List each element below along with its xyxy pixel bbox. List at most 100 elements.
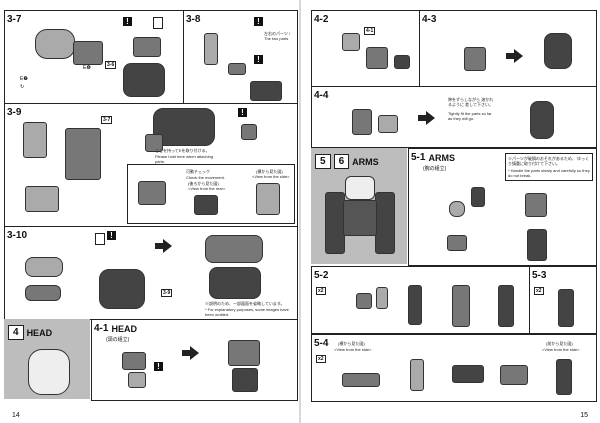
part-illustration [527,229,547,261]
step-5-4-panel: 5-4 x2 (横から見た図) <View from the side> (前か… [311,334,597,402]
part-illustration [498,285,514,327]
step-title: ARMS [428,153,455,163]
step-number: 4-1 [94,323,109,334]
part-illustration [123,63,165,97]
step-5-1-panel: 5-1 ARMS (腕の組立) ※パーツが破損のおそれがあるため、 ゆっくり慎重… [408,148,597,266]
quantity-badge: x2 [316,287,326,295]
step-note: 隙をずらしながら 溶かれるように 差して下さい。 [448,97,494,107]
part-illustration [138,181,166,205]
part-illustration [356,293,372,309]
part-label: E❼ [20,76,28,82]
body-illustration [325,192,345,254]
view-label: <View from the side> [542,347,580,352]
view-label: <View from the side> [252,174,290,179]
step-number: 4-2 [314,14,329,25]
step-note: Please hold here when attaching parts. [155,154,214,164]
view-label: (後ろから見た図) [188,181,219,186]
part-illustration [128,372,146,388]
part-illustration [25,285,61,301]
body-illustration [375,192,395,254]
caution-icon: ! [254,55,263,64]
part-illustration [342,373,380,387]
part-illustration [366,47,388,69]
step-number: 4-3 [422,14,437,25]
step-note: * For explanatory purposes, some images … [205,307,289,317]
part-illustration [65,128,101,180]
part-illustration [376,287,388,309]
section-5-6-panel: 5 6 ARMS [311,148,407,264]
part-illustration [153,108,215,146]
step-header: 5-1 ARMS [411,152,455,164]
part-illustration [352,109,372,135]
step-subtitle: (頭の組立) [106,337,130,343]
step-number: 3-9 [7,107,22,118]
step-number: 4-4 [314,90,329,101]
step-number: 5-1 [411,152,426,163]
part-illustration [122,352,146,370]
quantity-badge: x2 [534,287,544,295]
check-subtitle: Check the movement. [186,175,225,180]
step-number: 5-3 [532,270,547,281]
part-illustration [452,285,470,327]
part-illustration [99,269,145,309]
section-number: 4 [8,325,24,340]
part-illustration [452,365,484,383]
reference-badge: 3-6 [105,61,117,69]
part-illustration [500,365,528,385]
section-header: 5 6 ARMS [315,154,379,169]
part-illustration [342,33,360,51]
body-illustration [343,200,377,236]
view-label: (横から見た図) [256,169,283,174]
step-4-1-panel: 4-1 HEAD (頭の組立) ! [91,319,298,401]
part-illustration [228,63,246,75]
caution-icon: ! [107,231,116,240]
part-tag-icon [95,233,105,245]
step-3-9-panel: 3-9 3-7 ここを持ってEを取り付ける。 Please hold here … [4,103,298,227]
caution-icon: ! [254,17,263,26]
part-illustration [133,37,161,57]
step-3-7-panel: 3-7 ! 3-6 E❻ E❼ ↻ [4,10,184,104]
part-illustration [394,55,410,69]
part-illustration [145,134,163,152]
caution-note-box: ※パーツが破損のおそれがあるため、 ゆっくり慎重に取り付けて下さい。 * Han… [505,153,593,181]
step-number: 3-10 [7,230,28,241]
part-illustration [23,122,47,158]
check-title: 可動チェック [186,169,210,174]
part-illustration [232,368,258,392]
step-3-8-panel: 3-8 ! ! 左右のパーツ / The two parts [183,10,298,104]
step-note: 左右のパーツ / The two parts [264,31,291,41]
part-illustration [35,29,75,59]
part-label: ↻ [20,84,25,90]
view-label: (横から見た図) [338,341,365,346]
part-illustration [73,41,103,65]
part-illustration [25,186,59,212]
part-illustration [205,235,263,263]
part-illustration [471,187,485,207]
arrow-icon [418,111,435,125]
step-4-4-panel: 4-4 隙をずらしながら 溶かれるように 差して下さい。 Tightly fit… [311,86,597,148]
part-illustration [378,115,398,133]
part-illustration [410,359,424,391]
step-subtitle: (腕の組立) [423,166,447,172]
section-header: 4 HEAD [8,325,52,340]
reference-badge: 3-7 [101,116,113,124]
part-illustration [256,183,280,215]
step-note: ※説明のため、一部図面を省略しています。 [205,301,285,306]
step-5-3-panel: 5-3 x2 [529,266,597,334]
caution-icon: ! [154,362,163,371]
step-number: 3-8 [186,14,201,25]
part-illustration [250,81,282,101]
step-number: 5-2 [314,270,329,281]
part-illustration [544,33,572,69]
step-number: 5-4 [314,338,329,349]
part-illustration [209,267,261,299]
step-header: 4-1 HEAD [94,323,137,335]
movement-check-panel: 可動チェック Check the movement. (後ろから見た図) <Vi… [127,164,295,224]
caution-note: ※パーツが破損のおそれがあるため、 ゆっくり慎重に取り付けて下さい。 [508,156,590,166]
right-page: 4-2 4-1 4-3 4-4 隙をずらしながら 溶かれるように 差して下さい。… [301,0,600,423]
reference-badge: 3-9 [161,289,173,297]
caution-icon: ! [123,17,132,26]
step-5-2-panel: 5-2 x2 [311,266,530,334]
part-illustration [464,47,486,71]
step-title: HEAD [111,324,137,334]
